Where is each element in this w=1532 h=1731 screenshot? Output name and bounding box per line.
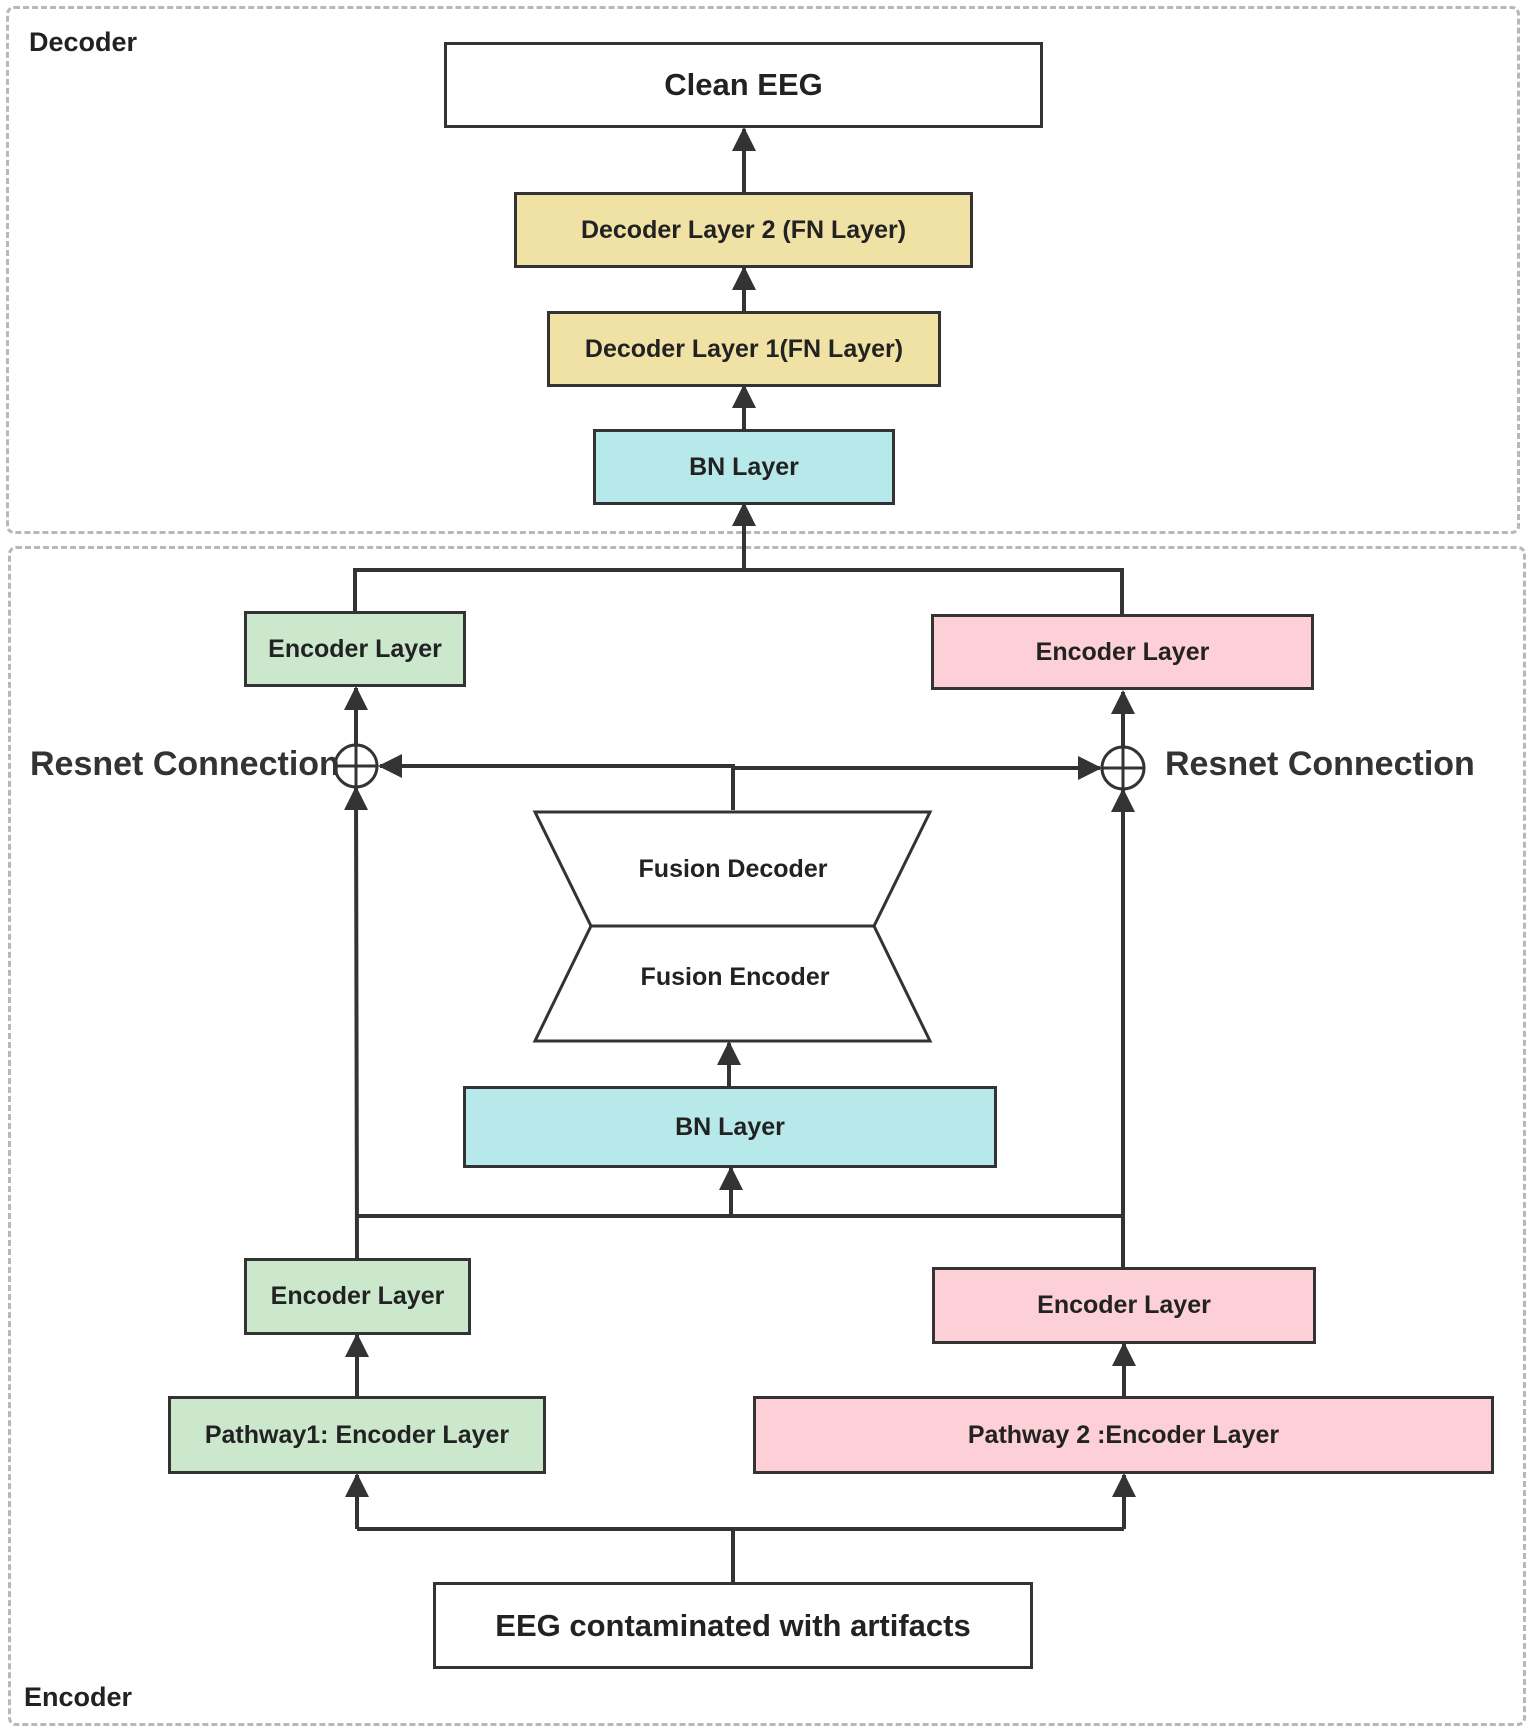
decoder-group	[6, 6, 1520, 534]
encoder-group-label: Encoder	[24, 1682, 133, 1712]
encoder-layer-left-mid: Encoder Layer	[244, 1258, 471, 1335]
resnet-connection-left-label: Resnet Connection	[30, 745, 340, 783]
encoder-layer-right-top: Encoder Layer	[931, 614, 1314, 690]
resnet-junction-right-icon	[1100, 745, 1146, 791]
fusion-decoder-label: Fusion Decoder	[638, 855, 828, 883]
pathway2-encoder-layer: Pathway 2 :Encoder Layer	[753, 1396, 1494, 1474]
fusion-encoder-label: Fusion Encoder	[640, 963, 830, 991]
resnet-junction-left-icon	[333, 743, 379, 789]
decoder-layer-2: Decoder Layer 2 (FN Layer)	[514, 192, 973, 268]
encoder-group	[8, 546, 1526, 1726]
eeg-input: EEG contaminated with artifacts	[433, 1582, 1033, 1669]
decoder-bn-layer: BN Layer	[593, 429, 895, 505]
encoder-layer-right-mid: Encoder Layer	[932, 1267, 1316, 1344]
resnet-connection-right-label: Resnet Connection	[1165, 745, 1475, 783]
encoder-layer-left-top: Encoder Layer	[244, 611, 466, 687]
encoder-bn-layer: BN Layer	[463, 1086, 997, 1168]
decoder-layer-1: Decoder Layer 1(FN Layer)	[547, 311, 941, 387]
clean-eeg-output: Clean EEG	[444, 42, 1043, 128]
fusion-encoder-shape	[532, 924, 933, 1043]
decoder-group-label: Decoder	[29, 27, 138, 57]
pathway1-encoder-layer: Pathway1: Encoder Layer	[168, 1396, 546, 1474]
